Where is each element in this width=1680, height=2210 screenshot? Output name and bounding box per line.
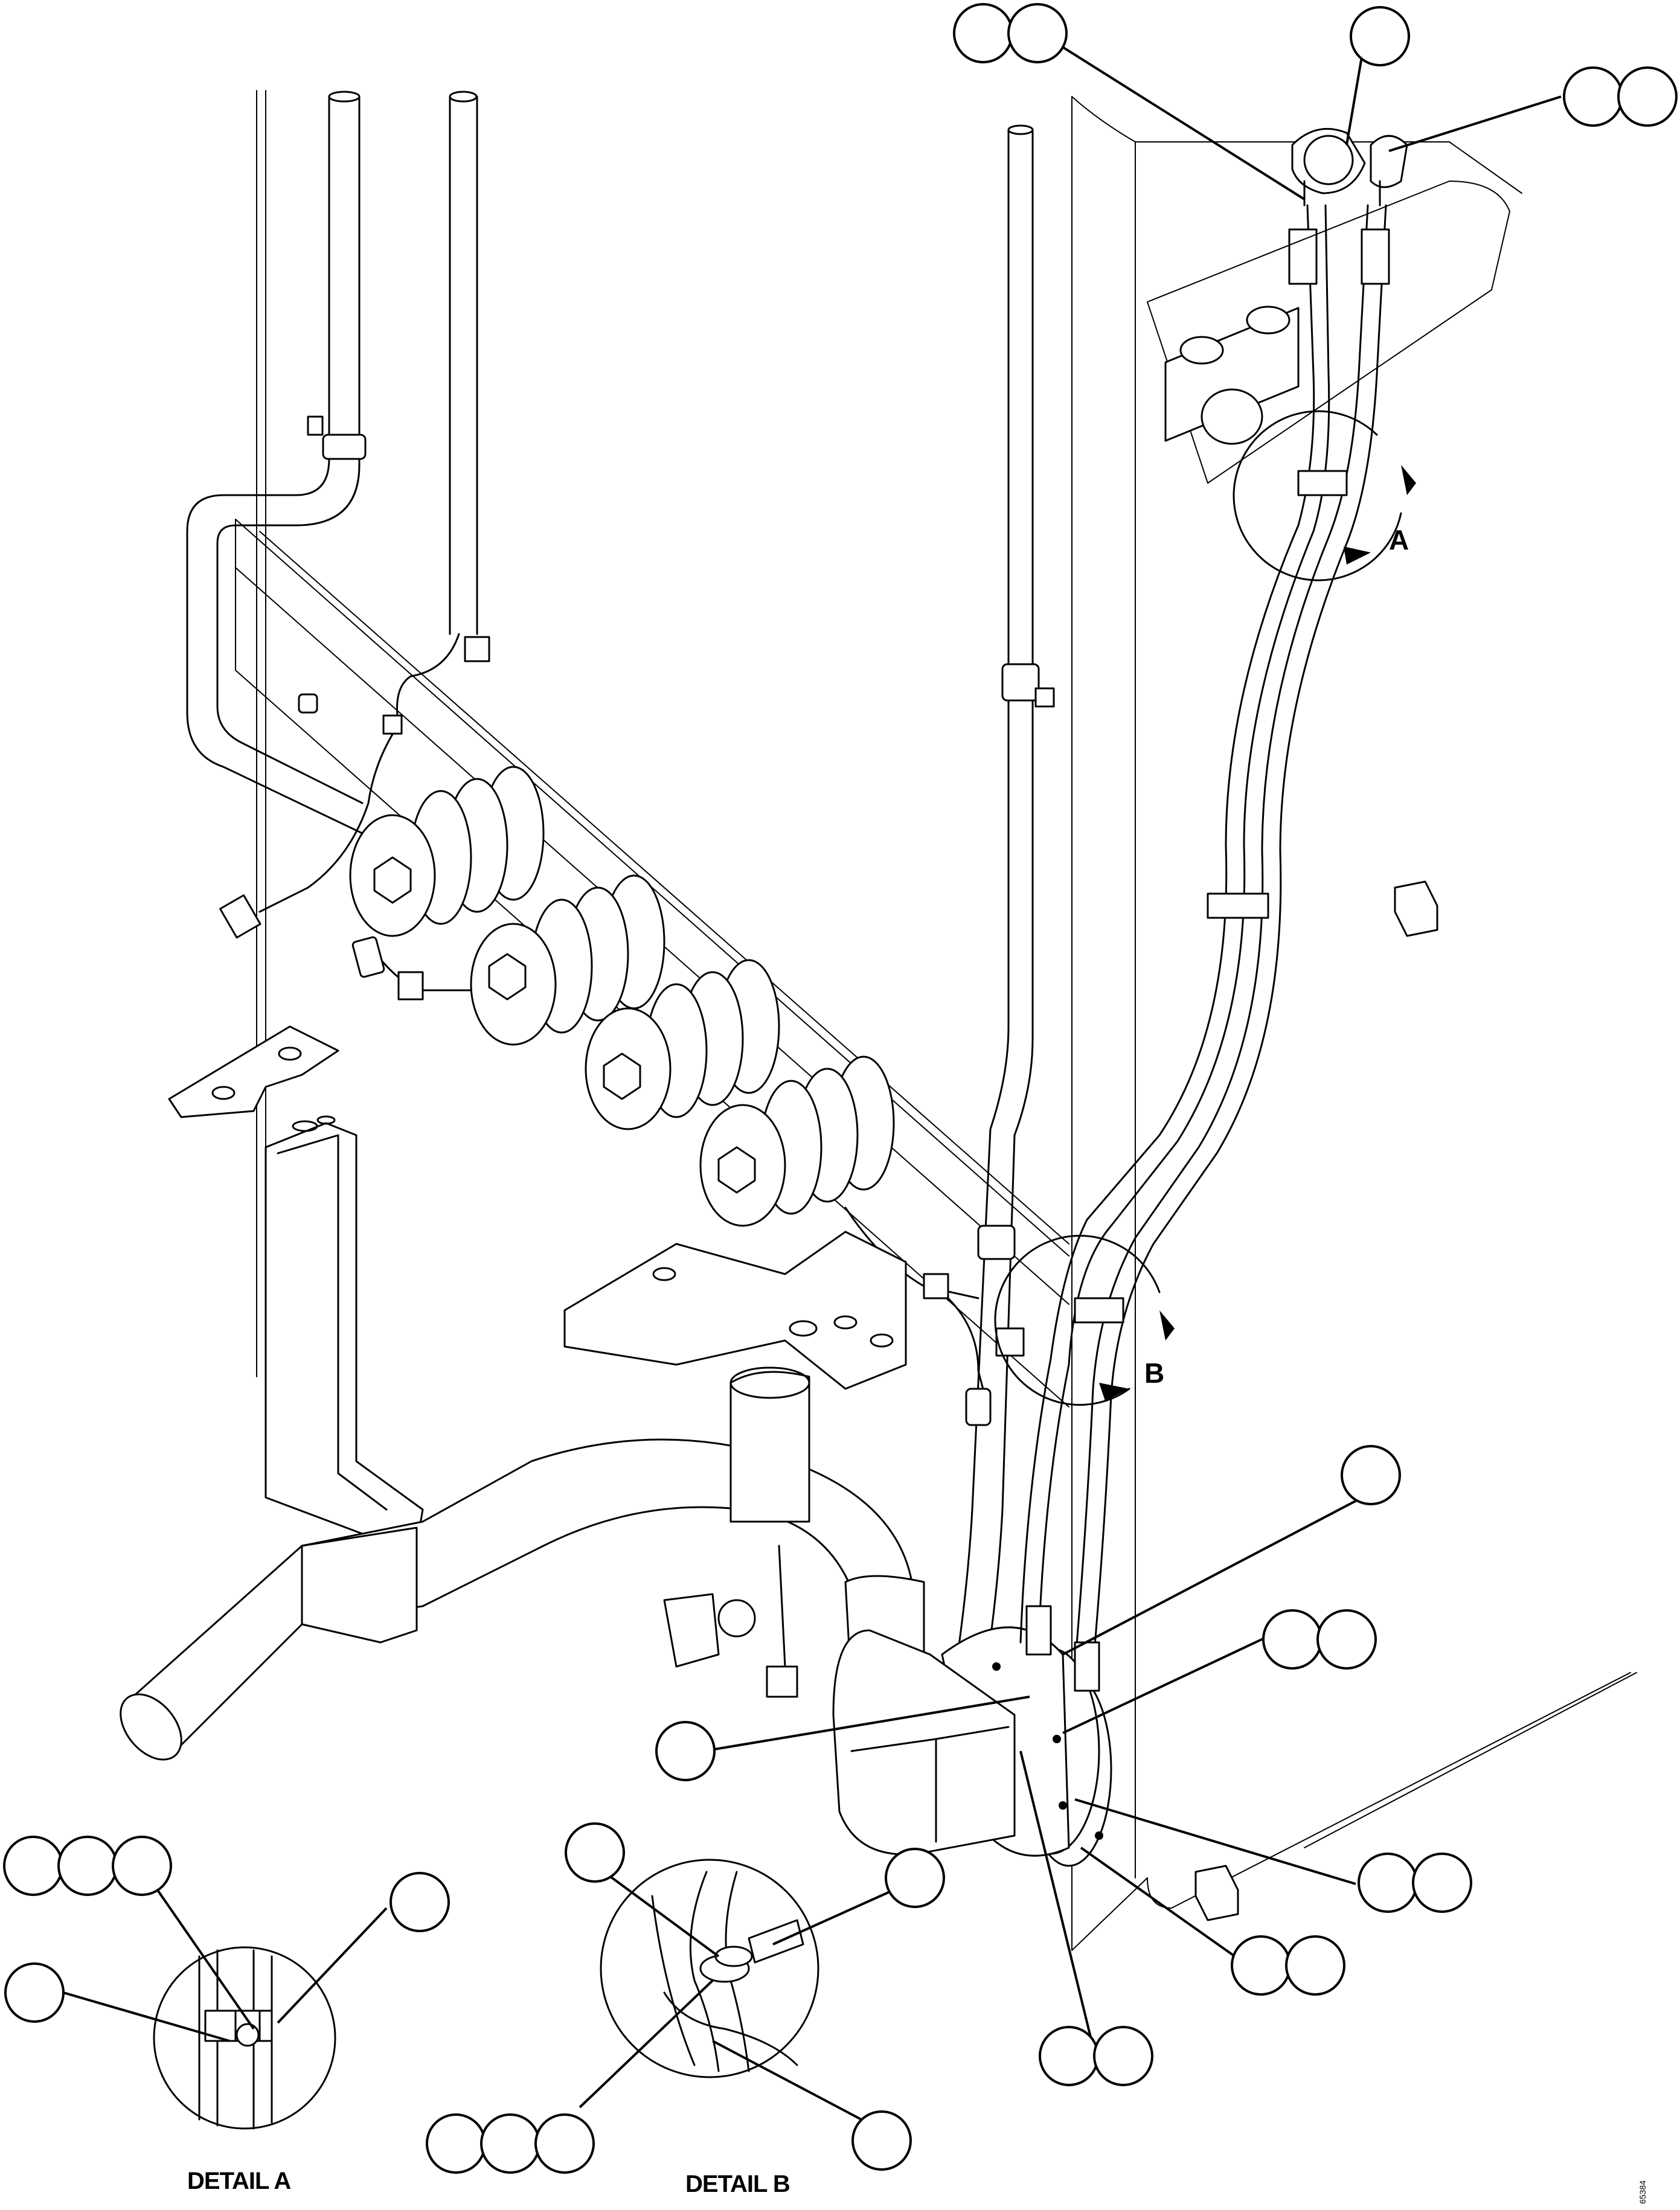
callout-bubble — [566, 1824, 624, 1882]
callout-bubble — [1564, 68, 1622, 126]
drawing-number: 65384 — [1638, 2180, 1647, 2204]
callout-bubbles — [4, 4, 1676, 2173]
callout-bubble — [1342, 1446, 1400, 1504]
detail-a-view: DETAIL A — [154, 1947, 335, 2194]
detail-b-marker: B — [1144, 1357, 1164, 1389]
detail-a-circle: A — [1234, 411, 1416, 580]
callout-bubble — [1040, 2027, 1098, 2085]
rear-cylinder — [664, 1368, 809, 1697]
insulator-1 — [350, 767, 543, 936]
sensor-wiring — [352, 937, 990, 1425]
detail-b-circle: B — [995, 1236, 1175, 1405]
rear-bracket — [565, 1232, 906, 1389]
insulator-3 — [586, 960, 779, 1129]
small-block — [1196, 882, 1437, 1920]
cabinet-frame — [257, 91, 1637, 1950]
twin-hoses — [1021, 205, 1389, 1691]
callout-bubble — [1263, 1610, 1321, 1668]
callout-bubble — [427, 2115, 485, 2173]
callout-bubble — [853, 2112, 911, 2170]
callout-bubble — [1008, 4, 1066, 62]
insulator-2 — [471, 876, 664, 1045]
callout-bubble — [481, 2115, 539, 2173]
callout-bubble — [954, 4, 1012, 62]
vertical-pipe — [942, 126, 1054, 1751]
callout-bubble — [1359, 1854, 1417, 1912]
callout-bubble — [5, 1964, 63, 2022]
detail-a-marker: A — [1389, 524, 1409, 556]
callout-bubble — [886, 1849, 944, 1907]
callout-bubble — [4, 1837, 62, 1895]
callout-bubble — [1618, 68, 1676, 126]
callout-bubble — [656, 1722, 714, 1780]
detail-b-view: DETAIL B — [601, 1860, 818, 2197]
insulator-4 — [701, 1057, 894, 1226]
callout-bubble — [1094, 2027, 1152, 2085]
upper-left-piping — [187, 92, 489, 938]
callout-bubble — [59, 1837, 117, 1895]
elbow-fitting — [833, 1630, 1015, 1854]
mount-block — [1147, 181, 1510, 483]
callout-bubble — [1413, 1854, 1471, 1912]
callout-bubble — [1232, 1936, 1290, 1994]
support-strap — [266, 1116, 423, 1546]
callout-bubble — [536, 2115, 594, 2173]
top-fittings — [1292, 129, 1407, 205]
callout-bubble — [1318, 1610, 1376, 1668]
callout-bubble — [1351, 7, 1409, 65]
left-bracket — [169, 1027, 338, 1117]
callout-bubble — [1286, 1936, 1344, 1994]
detail-a-caption: DETAIL A — [187, 2168, 290, 2194]
callout-bubble — [113, 1837, 171, 1895]
detail-b-caption: DETAIL B — [685, 2171, 790, 2197]
callout-bubble — [391, 1873, 449, 1931]
